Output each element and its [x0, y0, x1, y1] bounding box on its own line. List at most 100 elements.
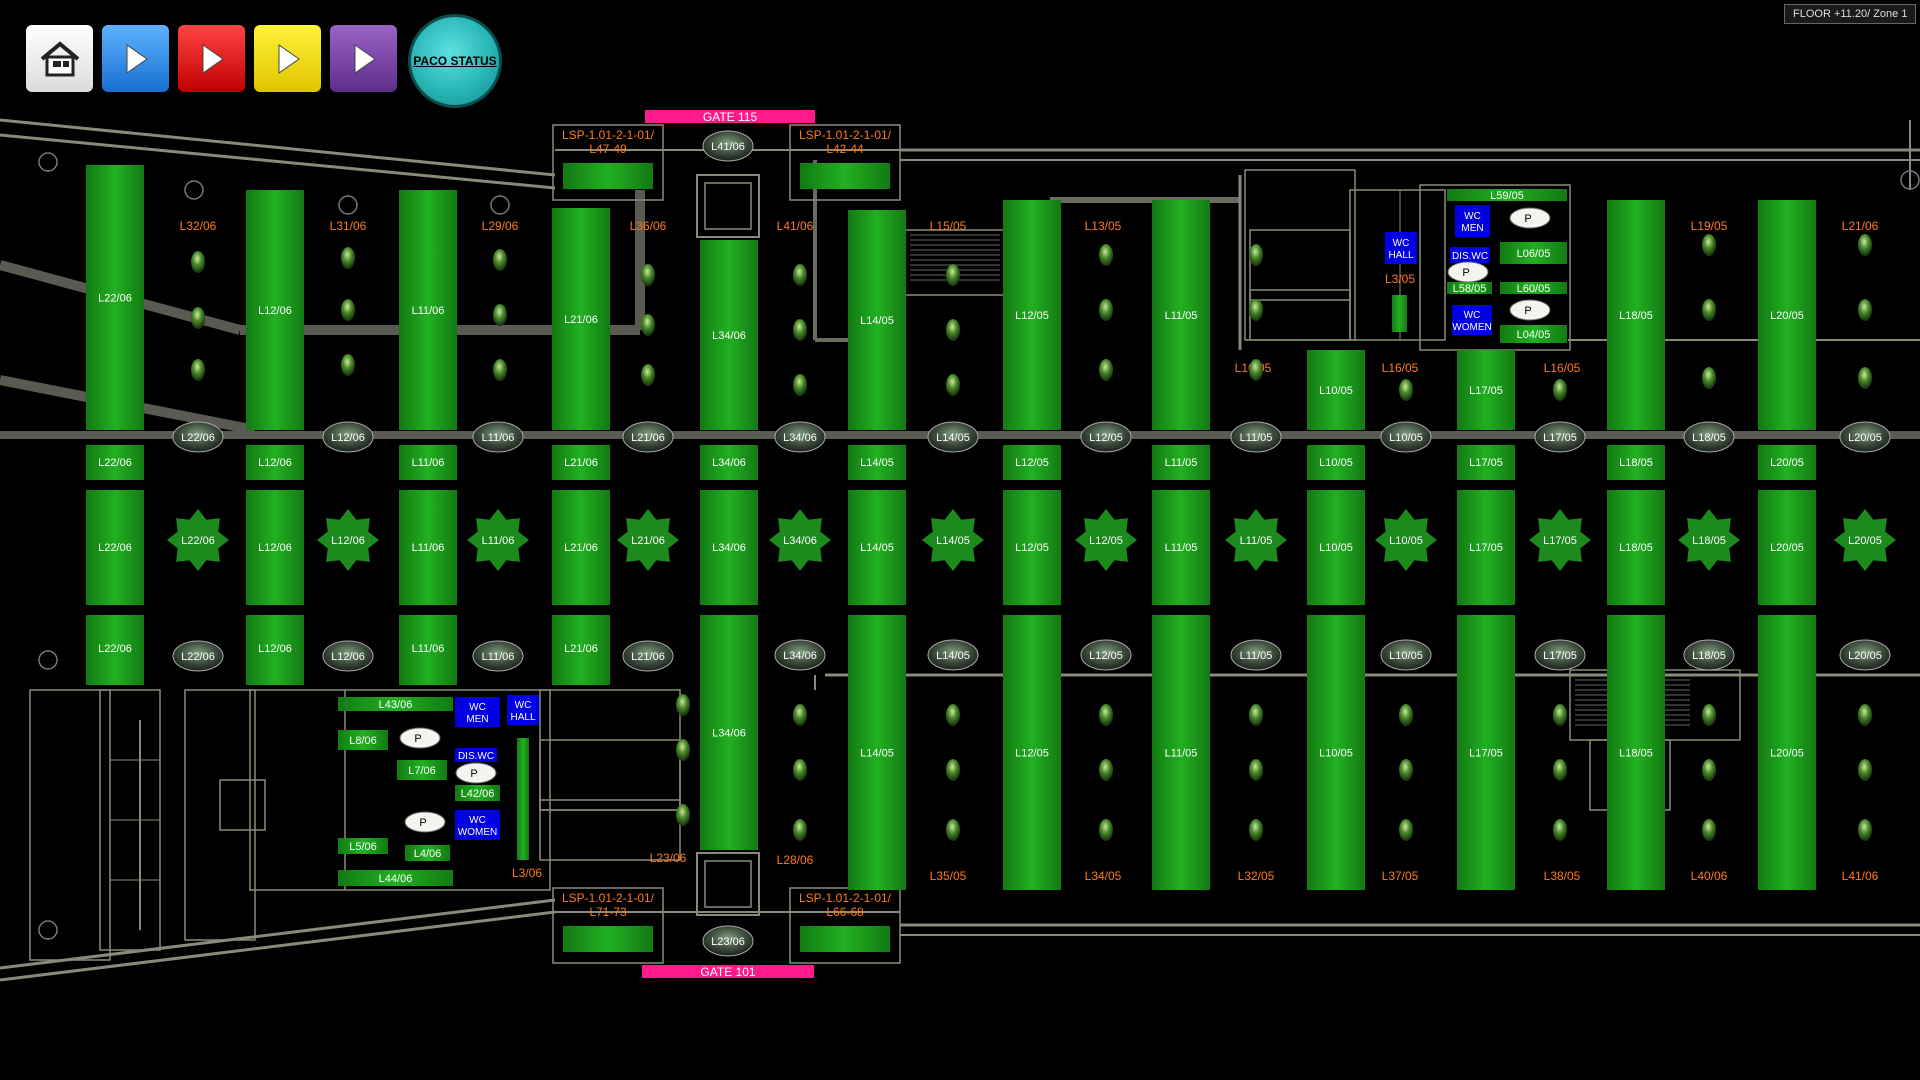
zone-star[interactable]: [922, 509, 984, 571]
column-block-lower[interactable]: [700, 615, 758, 850]
column-block-lower[interactable]: [1307, 615, 1365, 890]
sensor-led[interactable]: [641, 314, 655, 336]
column-block-lower[interactable]: [86, 615, 144, 685]
lower-oval[interactable]: [1380, 639, 1432, 671]
sensor-led[interactable]: [1099, 759, 1113, 781]
zone-star[interactable]: [167, 509, 229, 571]
sensor-led[interactable]: [493, 304, 507, 326]
column-block-top[interactable]: [1607, 200, 1665, 430]
sensor-led[interactable]: [793, 704, 807, 726]
column-block-middle[interactable]: [1152, 490, 1210, 605]
sensor-led[interactable]: [1249, 244, 1263, 266]
sensor-led[interactable]: [1099, 359, 1113, 381]
corridor-oval[interactable]: [1230, 421, 1282, 453]
sensor-led[interactable]: [1399, 819, 1413, 841]
sensor-led[interactable]: [341, 247, 355, 269]
wc-right-p3[interactable]: [1509, 299, 1551, 321]
wc-left-women[interactable]: [455, 810, 500, 840]
lower-oval[interactable]: [774, 639, 826, 671]
column-block-strip[interactable]: [1003, 445, 1061, 480]
column-block-lower[interactable]: [552, 615, 610, 685]
wc-right-men[interactable]: [1455, 205, 1490, 237]
column-block-top[interactable]: [1152, 200, 1210, 430]
wc-left-p3[interactable]: [404, 811, 446, 833]
sensor-led[interactable]: [1099, 819, 1113, 841]
sensor-led[interactable]: [1249, 299, 1263, 321]
sensor-led[interactable]: [1399, 704, 1413, 726]
lower-oval[interactable]: [472, 640, 524, 672]
column-block-top[interactable]: [1003, 200, 1061, 430]
column-block-strip[interactable]: [1607, 445, 1665, 480]
lower-oval[interactable]: [1230, 639, 1282, 671]
zone-star[interactable]: [467, 509, 529, 571]
sensor-led[interactable]: [676, 694, 690, 716]
column-block-middle[interactable]: [1307, 490, 1365, 605]
sensor-led[interactable]: [641, 364, 655, 386]
corridor-oval[interactable]: [172, 421, 224, 453]
sensor-led[interactable]: [1858, 759, 1872, 781]
sensor-led[interactable]: [1702, 704, 1716, 726]
wc-left-l4[interactable]: [405, 845, 450, 861]
sensor-led[interactable]: [1249, 359, 1263, 381]
zone-star[interactable]: [1375, 509, 1437, 571]
sensor-led[interactable]: [1099, 299, 1113, 321]
column-block-lower[interactable]: [1457, 615, 1515, 890]
column-block-strip[interactable]: [1758, 445, 1816, 480]
sensor-led[interactable]: [1702, 299, 1716, 321]
column-block-lower[interactable]: [1003, 615, 1061, 890]
column-block-lower[interactable]: [1758, 615, 1816, 890]
wc-left-l43[interactable]: [338, 697, 453, 711]
sensor-led[interactable]: [341, 354, 355, 376]
sensor-led[interactable]: [946, 374, 960, 396]
sensor-led[interactable]: [1399, 379, 1413, 401]
corridor-oval[interactable]: [1534, 421, 1586, 453]
wc-right-hall[interactable]: [1385, 232, 1417, 264]
corridor-oval[interactable]: [322, 421, 374, 453]
wc-left-dis[interactable]: [455, 748, 497, 762]
column-block-middle[interactable]: [1758, 490, 1816, 605]
wc-left-l7[interactable]: [397, 760, 447, 780]
sensor-led[interactable]: [1702, 367, 1716, 389]
zone-star[interactable]: [1225, 509, 1287, 571]
sensor-led[interactable]: [1858, 704, 1872, 726]
lower-oval[interactable]: [1534, 639, 1586, 671]
corridor-oval[interactable]: [1380, 421, 1432, 453]
play-yellow-button[interactable]: [252, 23, 323, 94]
sensor-led[interactable]: [1249, 819, 1263, 841]
column-block-middle[interactable]: [1607, 490, 1665, 605]
sensor-led[interactable]: [793, 819, 807, 841]
column-block-top[interactable]: [848, 210, 906, 430]
play-red-button[interactable]: [176, 23, 247, 94]
wc-left-men[interactable]: [455, 697, 500, 727]
column-block-strip[interactable]: [1307, 445, 1365, 480]
wc-right-l59[interactable]: [1447, 189, 1567, 201]
column-block-lower[interactable]: [1152, 615, 1210, 890]
paco-status-button[interactable]: PACO STATUS: [408, 14, 502, 108]
sensor-led[interactable]: [191, 307, 205, 329]
wc-left-l44[interactable]: [338, 870, 453, 886]
sensor-led[interactable]: [946, 704, 960, 726]
column-block-middle[interactable]: [552, 490, 610, 605]
zone-star[interactable]: [769, 509, 831, 571]
elevator-pod-bottom[interactable]: [702, 925, 754, 957]
sensor-led[interactable]: [793, 264, 807, 286]
column-block-middle[interactable]: [399, 490, 457, 605]
sensor-led[interactable]: [1553, 759, 1567, 781]
corridor-oval[interactable]: [622, 421, 674, 453]
column-block-middle[interactable]: [86, 490, 144, 605]
wc-left-l42[interactable]: [455, 785, 500, 801]
sensor-led[interactable]: [1099, 244, 1113, 266]
wc-left-l8[interactable]: [338, 730, 388, 750]
sensor-led[interactable]: [946, 819, 960, 841]
lower-oval[interactable]: [1683, 639, 1735, 671]
sensor-led[interactable]: [493, 249, 507, 271]
lower-oval[interactable]: [622, 640, 674, 672]
column-block-strip[interactable]: [246, 445, 304, 480]
sensor-led[interactable]: [191, 359, 205, 381]
zone-star[interactable]: [1678, 509, 1740, 571]
sensor-led[interactable]: [1099, 704, 1113, 726]
wc-right-women[interactable]: [1452, 305, 1492, 335]
sensor-led[interactable]: [1553, 704, 1567, 726]
elevator-pod-top[interactable]: [702, 130, 754, 162]
wc-left-hall[interactable]: [507, 695, 539, 725]
